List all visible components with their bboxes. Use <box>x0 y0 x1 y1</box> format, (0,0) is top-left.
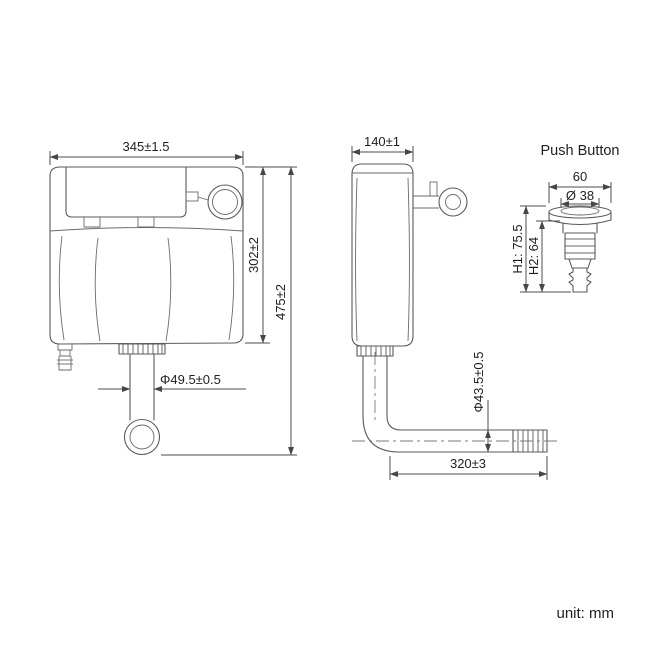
dim-side-pipe-length: 320±3 <box>450 456 486 471</box>
dim-button-width: 60 <box>573 169 587 184</box>
dim-front-tank-height: 302±2 <box>246 237 261 273</box>
dim-button-face-dia: Ø 38 <box>566 188 594 203</box>
side-view-drawing <box>351 163 558 453</box>
dim-button-h2: H2: 64 <box>526 237 541 275</box>
dim-front-total-height: 475±2 <box>273 284 288 320</box>
dim-side-depth: 140±1 <box>364 134 400 149</box>
side-view-dimensions: 140±1 Φ43.5±0.5 320±3 <box>351 134 548 480</box>
dim-side-pipe-dia: Φ43.5±0.5 <box>471 352 486 413</box>
front-view-dimensions: 345±1.5 302±2 475±2 Φ49.5±0.5 <box>49 139 297 456</box>
dim-front-width: 345±1.5 <box>123 139 170 154</box>
push-button-title: Push Button <box>541 143 620 159</box>
unit-label: unit: mm <box>556 605 614 622</box>
push-button-detail: Push Button 60 Ø 38 H1: 75.5 <box>510 143 620 293</box>
front-view-drawing <box>49 166 244 456</box>
dim-front-outlet-dia: Φ49.5±0.5 <box>160 372 221 387</box>
dim-button-h1: H1: 75.5 <box>510 224 525 273</box>
